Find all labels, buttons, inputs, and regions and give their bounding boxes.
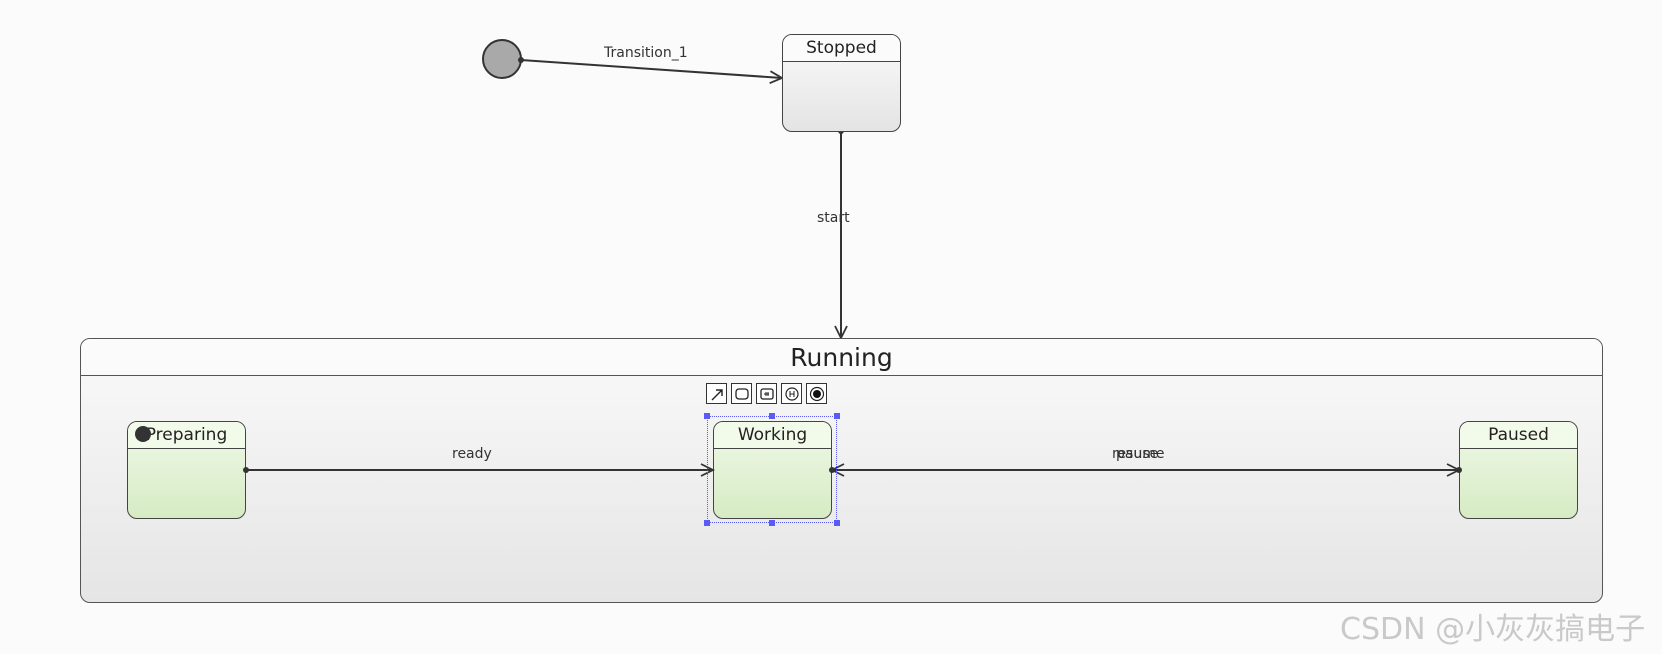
state-running[interactable]: Running <box>80 338 1603 603</box>
state-paused-title: Paused <box>1460 422 1577 449</box>
quick-tools-toolbar <box>706 383 827 404</box>
transition-pause-label: pause <box>1116 446 1159 462</box>
state-preparing[interactable]: Preparing <box>127 421 246 519</box>
state-stopped-title: Stopped <box>783 35 900 62</box>
state-paused[interactable]: Paused <box>1459 421 1578 519</box>
state-working-title: Working <box>714 422 831 449</box>
selection-box <box>704 413 840 526</box>
transition-ready-label: ready <box>452 446 492 462</box>
state-icon[interactable] <box>731 383 752 404</box>
resize-handle-bottom-right[interactable] <box>834 520 840 526</box>
transition-initial-line[interactable] <box>520 59 785 84</box>
transition-initial-source-dot <box>518 57 524 63</box>
resize-handle-top-left[interactable] <box>704 413 710 419</box>
final-state-icon[interactable] <box>806 383 827 404</box>
transition-start-label: start <box>817 210 850 226</box>
resize-handle-bottom-left[interactable] <box>704 520 710 526</box>
transition-initial-label: Transition_1 <box>604 45 688 61</box>
resize-handle-top-right[interactable] <box>834 413 840 419</box>
state-preparing-title: Preparing <box>128 422 245 449</box>
history-icon[interactable] <box>781 383 802 404</box>
arrow-transition-icon[interactable] <box>706 383 727 404</box>
state-running-title: Running <box>81 339 1602 376</box>
initial-state-node[interactable] <box>482 39 522 79</box>
exit-point-icon[interactable] <box>756 383 777 404</box>
transition-resume-label: resume <box>1112 446 1165 462</box>
watermark: CSDN @小灰灰搞电子 <box>1340 612 1646 647</box>
resize-handle-top[interactable] <box>769 413 775 419</box>
resize-handle-bottom[interactable] <box>769 520 775 526</box>
state-stopped[interactable]: Stopped <box>782 34 901 132</box>
